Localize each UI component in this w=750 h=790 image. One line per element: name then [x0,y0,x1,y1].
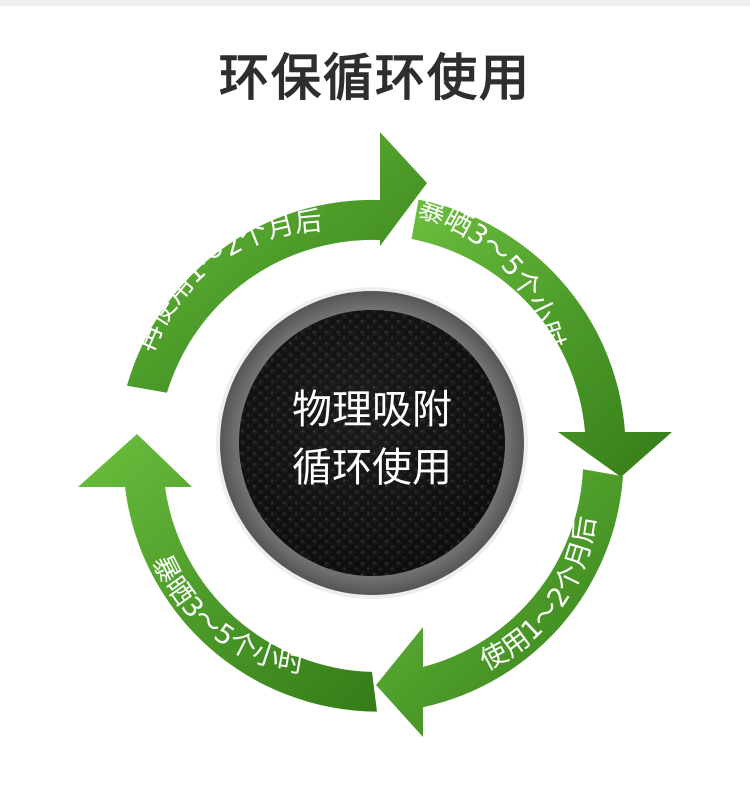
charcoal-disc [216,287,528,599]
center-label-line2: 循环使用 [292,445,452,491]
center-label-line1: 物理吸附 [292,387,452,433]
